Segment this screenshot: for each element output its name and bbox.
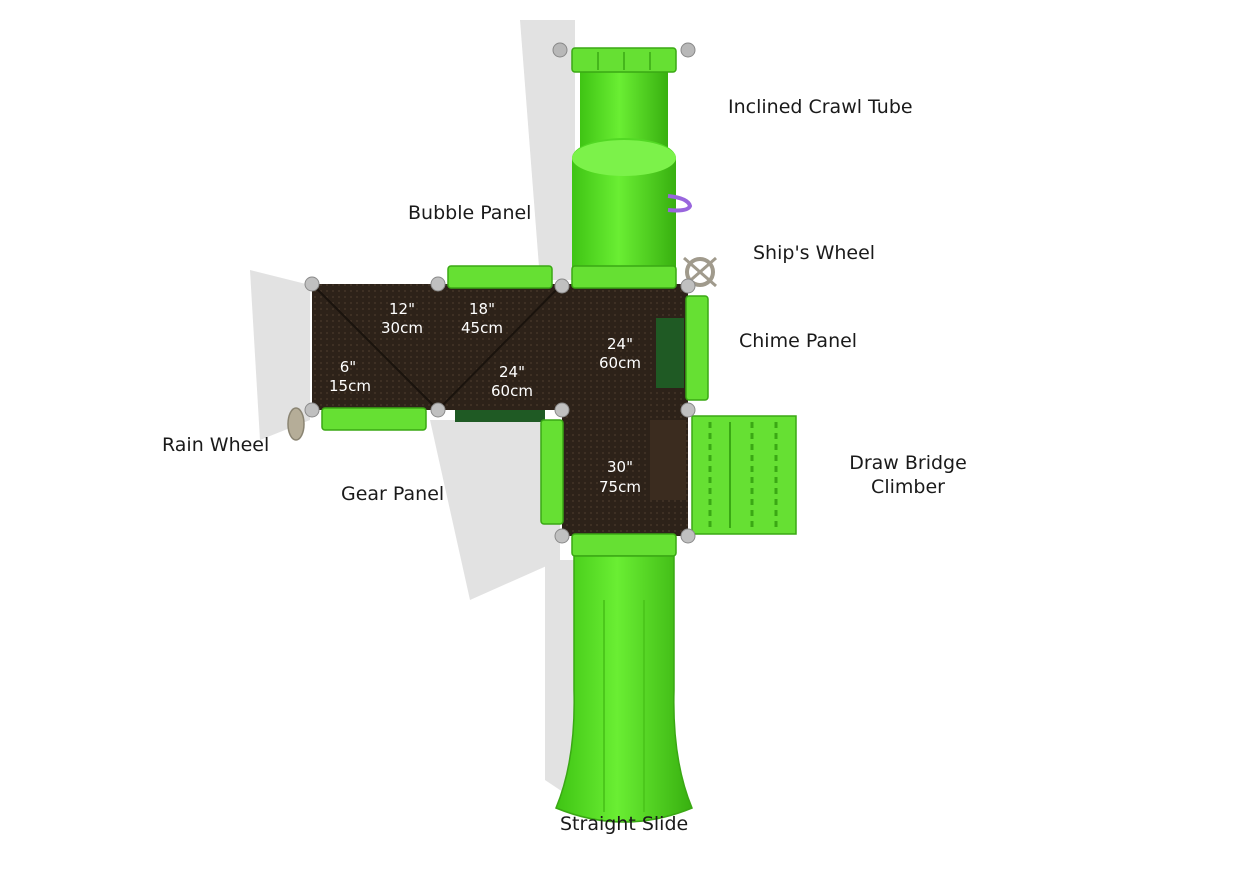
draw-bridge-climber bbox=[691, 415, 797, 535]
label-bubble-panel: Bubble Panel bbox=[408, 202, 532, 224]
label-gear-panel: Gear Panel bbox=[341, 483, 445, 505]
deck-height-45cm: 45cm bbox=[461, 319, 503, 337]
deck-height-30cm: 30cm bbox=[381, 319, 423, 337]
label-draw-bridge-line2: Climber bbox=[871, 476, 945, 498]
deck-height-24in-b: 24" bbox=[607, 335, 633, 353]
label-rain-wheel: Rain Wheel bbox=[162, 434, 270, 456]
straight-slide bbox=[555, 555, 693, 823]
rain-wheel-icon bbox=[287, 407, 305, 441]
label-chime-panel: Chime Panel bbox=[739, 330, 858, 352]
deck-height-6in: 6" bbox=[340, 358, 356, 376]
side-panels bbox=[321, 265, 709, 557]
deck-platforms bbox=[311, 283, 688, 536]
deck-height-30in: 30" bbox=[607, 458, 633, 476]
label-draw-bridge-line1: Draw Bridge bbox=[849, 452, 967, 474]
label-draw-bridge-climber: Draw Bridge Climber bbox=[840, 451, 976, 499]
deck-height-60cm-a: 60cm bbox=[491, 382, 533, 400]
deck-height-12in: 12" bbox=[389, 300, 415, 318]
label-ships-wheel: Ship's Wheel bbox=[753, 242, 876, 264]
deck-height-75cm: 75cm bbox=[599, 478, 641, 496]
support-posts bbox=[304, 276, 696, 544]
deck-height-15cm: 15cm bbox=[329, 377, 371, 395]
bubble-panel bbox=[447, 265, 553, 289]
deck-height-labels: 12" 30cm 6" 15cm 18" 45cm 24" 60cm 24" 6… bbox=[329, 300, 641, 496]
deck-height-18in: 18" bbox=[469, 300, 495, 318]
inclined-crawl-tube bbox=[552, 42, 696, 268]
gear-panel bbox=[540, 419, 564, 525]
chime-panel bbox=[685, 295, 709, 401]
label-inclined-crawl-tube: Inclined Crawl Tube bbox=[728, 96, 913, 118]
deck-height-60cm-b: 60cm bbox=[599, 354, 641, 372]
deck-height-24in-a: 24" bbox=[499, 363, 525, 381]
label-straight-slide: Straight Slide bbox=[560, 813, 689, 835]
ground-shadow bbox=[250, 20, 575, 800]
